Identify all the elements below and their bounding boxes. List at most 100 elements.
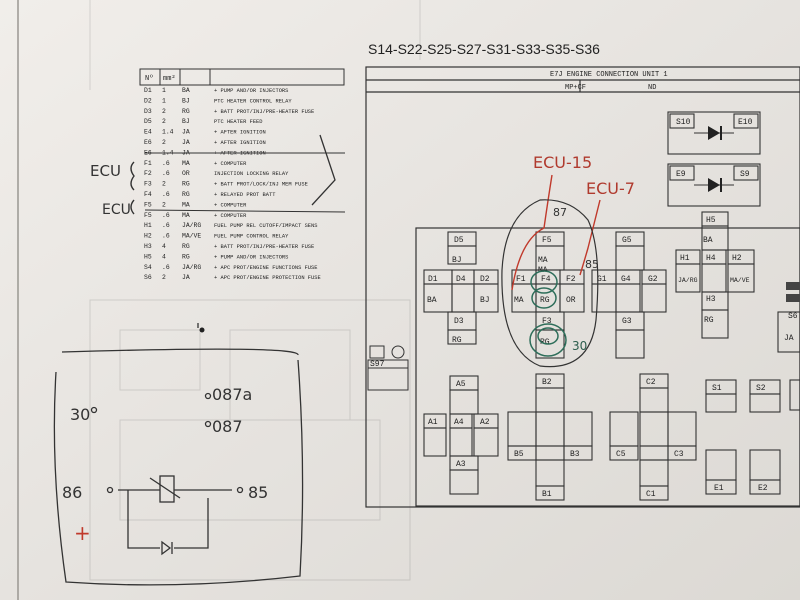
connector-cell (639, 485, 669, 501)
table-cell: F3 (144, 181, 152, 188)
connector-cell (447, 245, 477, 265)
connector-label: E1 (714, 484, 724, 493)
connector-label: G2 (648, 275, 658, 284)
table-cell: + COMPUTER (214, 202, 247, 208)
table-cell: + AFTER IGNITION (214, 140, 266, 146)
connector-label: C2 (646, 378, 656, 387)
table-cell: 2 (162, 108, 166, 115)
diagram-header: S14-S22-S25-S27-S31-S33-S35-S36 (368, 41, 600, 57)
connector-label: A1 (428, 418, 438, 427)
connector-label: S10 (676, 118, 691, 127)
table-cell: + AFTER IGNITION (214, 130, 266, 136)
connector-label: H3 (706, 295, 716, 304)
hw-ecu-left-2: ECU (102, 202, 131, 218)
connector-label: B1 (542, 490, 552, 499)
connector-cell (473, 427, 499, 457)
connector-label: G3 (622, 317, 632, 326)
connector-cell (777, 311, 800, 353)
connector-cell (789, 379, 800, 411)
table-cell: PTC HEATER CONTROL RELAY (214, 98, 292, 104)
table-cell: MA (182, 160, 190, 167)
table-cell: D3 (144, 108, 152, 115)
table-cell: + BATT PROT/INJ/PRE-HEATER FUSE (214, 244, 314, 250)
connector-label: E9 (676, 170, 686, 179)
table-cell: RG (182, 253, 190, 260)
table-cell: .6 (162, 233, 170, 240)
connector-cell (473, 283, 499, 313)
connector-cell (559, 283, 585, 313)
hw-30-left: 30 (70, 405, 90, 424)
connector-label: F1 (516, 275, 526, 284)
connector-cell (563, 445, 593, 461)
table-cell: RG (182, 191, 190, 198)
table-cell: H3 (144, 243, 152, 250)
connector-cell (705, 393, 737, 413)
connector-label: B2 (542, 378, 552, 387)
table-head-mm: mm² (163, 75, 176, 83)
connector-label: S9 (740, 170, 750, 179)
connector-cell (447, 329, 477, 345)
table-cell: JA/RG (182, 222, 201, 229)
table-cell: MA (182, 212, 190, 219)
hw-86: 86 (62, 483, 82, 502)
table-cell: BJ (182, 97, 190, 104)
connector-label: H4 (706, 254, 716, 263)
connector-label: RG (540, 338, 550, 347)
connector-label: D3 (454, 317, 464, 326)
table-cell: JA (182, 274, 190, 281)
table-cell: F5 (144, 201, 152, 208)
connector-label: B3 (570, 450, 580, 459)
connector-label: RG (540, 296, 550, 305)
connector-label: H2 (732, 254, 742, 263)
connector-label: H1 (680, 254, 690, 263)
hw-85: 85 (585, 258, 599, 271)
connector-label: D4 (456, 275, 466, 284)
connector-cell (749, 393, 781, 413)
connector-label: S1 (712, 384, 722, 393)
connector-cell (535, 485, 565, 501)
table-cell: MA/VE (182, 233, 201, 240)
table-head-no: Nº (145, 75, 153, 83)
table-cell: + COMPUTER (214, 213, 247, 219)
table-cell: + RELAYED PROT BATT (214, 192, 276, 198)
table-cell: RG (182, 243, 190, 250)
table-cell: .6 (162, 264, 170, 271)
connector-cell (615, 329, 645, 359)
connector-label: RG (452, 336, 462, 345)
table-cell: 1.4 (162, 129, 174, 136)
table-cell: .6 (162, 212, 170, 219)
table-cell: .6 (162, 191, 170, 198)
table-cell: 2 (162, 274, 166, 281)
connector-label: E10 (738, 118, 753, 127)
table-cell: H2 (144, 233, 152, 240)
connector-cell (667, 445, 697, 461)
connector-label: S2 (756, 384, 766, 393)
table-cell: .6 (162, 160, 170, 167)
table-cell: + BATT PROT/INJ/PRE-HEATER FUSE (214, 109, 314, 115)
connector-label: JA (784, 334, 794, 343)
table-cell: 2 (162, 118, 166, 125)
connector-label: MA (514, 296, 524, 305)
connector-cell (609, 445, 639, 461)
table-cell: MA (182, 201, 190, 208)
unit-sub-left: MP+CF (565, 84, 586, 92)
hw-red-cross: + (74, 521, 91, 545)
connector-label: G5 (622, 236, 632, 245)
connector-label: F4 (541, 275, 551, 284)
engine-connection-unit (365, 66, 800, 508)
connector-label: E2 (758, 484, 768, 493)
connector-cell (727, 263, 755, 293)
table-cell: PTC HEATER FEED (214, 119, 263, 125)
connector-label: A5 (456, 380, 466, 389)
hw-85-left: 85 (248, 483, 268, 502)
connector-label: C5 (616, 450, 626, 459)
table-cell: E6 (144, 139, 152, 146)
table-cell: BA (182, 87, 190, 94)
connector-label: C1 (646, 490, 656, 499)
table-cell: .6 (162, 222, 170, 229)
table-cell: H1 (144, 222, 152, 229)
connector-label: F5 (542, 236, 552, 245)
connector-cell (535, 329, 565, 359)
